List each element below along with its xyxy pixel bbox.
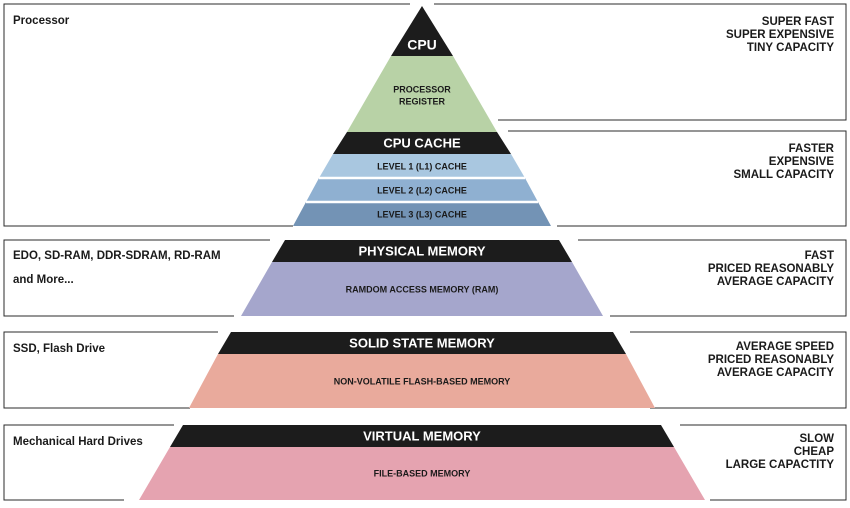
right-label-hdd: SLOW CHEAP LARGE CAPACTITY <box>574 433 834 472</box>
cache-l2-band <box>306 178 538 202</box>
cpu-title-band <box>391 6 453 56</box>
left-label-hdd-line-1: Mechanical Hard Drives <box>13 436 143 448</box>
left-label-ssd-line-1: SSD, Flash Drive <box>13 343 106 355</box>
cpu-title: CPU <box>407 37 437 53</box>
virtual-body-band <box>139 447 705 500</box>
left-label-processor: Processor <box>13 9 69 33</box>
ssd-title: SOLID STATE MEMORY <box>349 335 495 350</box>
panel-outline-left-ram <box>3 239 270 317</box>
panel-outline-right-hdd <box>680 424 847 501</box>
right-label-ram: FAST PRICED REASONABLY AVERAGE CAPACITY <box>574 250 834 289</box>
right-label-hdd-line-1: SLOW <box>799 433 835 445</box>
ssd-body-band <box>189 354 655 408</box>
panel-outline-left-processor <box>3 3 410 227</box>
right-label-cache: FASTER EXPENSIVE SMALL CAPACITY <box>574 143 834 182</box>
right-label-ram-line-3: AVERAGE CAPACITY <box>716 276 834 288</box>
left-label-processor-line-1: Processor <box>13 15 70 27</box>
physical-title: PHYSICAL MEMORY <box>358 243 485 258</box>
cpu-body-line-2: REGISTER <box>399 96 446 106</box>
left-label-ssd: SSD, Flash Drive <box>13 337 105 361</box>
right-label-cpu-line-2: SUPER EXPENSIVE <box>725 29 834 41</box>
right-label-cpu-line-1: SUPER FAST <box>761 16 834 28</box>
panel-outline-left-hdd <box>3 424 174 501</box>
physical-body-band <box>241 262 603 316</box>
panel-outline-right-cache <box>508 130 847 227</box>
cache-l1-band <box>319 154 525 178</box>
panel-outline-left-ssd <box>3 331 218 409</box>
right-label-hdd-line-3: LARGE CAPACTITY <box>725 459 834 471</box>
right-label-hdd-line-2: CHEAP <box>793 446 834 458</box>
right-label-cpu: SUPER FAST SUPER EXPENSIVE TINY CAPACITY <box>574 16 834 55</box>
panel-outline-right-ram <box>578 239 847 317</box>
cpu-body-band <box>347 56 497 132</box>
cache-title: CPU CACHE <box>383 135 461 150</box>
cache-title-band <box>333 132 511 154</box>
right-label-ssd: AVERAGE SPEED PRICED REASONABLY AVERAGE … <box>574 341 834 380</box>
cache-l1-label: LEVEL 1 (L1) CACHE <box>377 161 467 171</box>
physical-title-band <box>272 240 572 262</box>
physical-body: RAMDOM ACCESS MEMORY (RAM) <box>346 284 499 294</box>
right-label-ssd-line-3: AVERAGE CAPACITY <box>716 367 834 379</box>
left-label-hdd: Mechanical Hard Drives <box>13 430 143 454</box>
cache-l3-band <box>293 202 551 226</box>
right-label-cache-line-1: FASTER <box>788 143 834 155</box>
virtual-body: FILE-BASED MEMORY <box>374 468 471 478</box>
ssd-title-band <box>218 332 626 354</box>
right-label-ssd-line-2: PRICED REASONABLY <box>707 354 834 366</box>
left-label-ram-types-line-2: and More... <box>13 274 74 286</box>
left-label-ram-types-line-1: EDO, SD-RAM, DDR-SDRAM, RD-RAM <box>13 250 221 262</box>
right-label-ram-line-2: PRICED REASONABLY <box>707 263 834 275</box>
cache-l3-label: LEVEL 3 (L3) CACHE <box>377 209 467 219</box>
right-label-ram-line-1: FAST <box>804 250 834 262</box>
right-label-ssd-line-1: AVERAGE SPEED <box>735 341 834 353</box>
left-label-ram-types: EDO, SD-RAM, DDR-SDRAM, RD-RAM and More.… <box>13 244 221 292</box>
panel-outline-right-ssd <box>630 331 847 409</box>
right-label-cpu-line-3: TINY CAPACITY <box>746 42 834 54</box>
cpu-body-line-1: PROCESSOR <box>393 84 451 94</box>
panel-outline-right-cpu <box>434 3 847 121</box>
right-label-cache-line-3: SMALL CAPACITY <box>733 169 834 181</box>
ssd-body: NON-VOLATILE FLASH-BASED MEMORY <box>334 376 511 386</box>
virtual-title-band <box>170 425 674 447</box>
virtual-title: VIRTUAL MEMORY <box>363 428 481 443</box>
right-label-cache-line-2: EXPENSIVE <box>768 156 834 168</box>
cache-l2-label: LEVEL 2 (L2) CACHE <box>377 185 467 195</box>
